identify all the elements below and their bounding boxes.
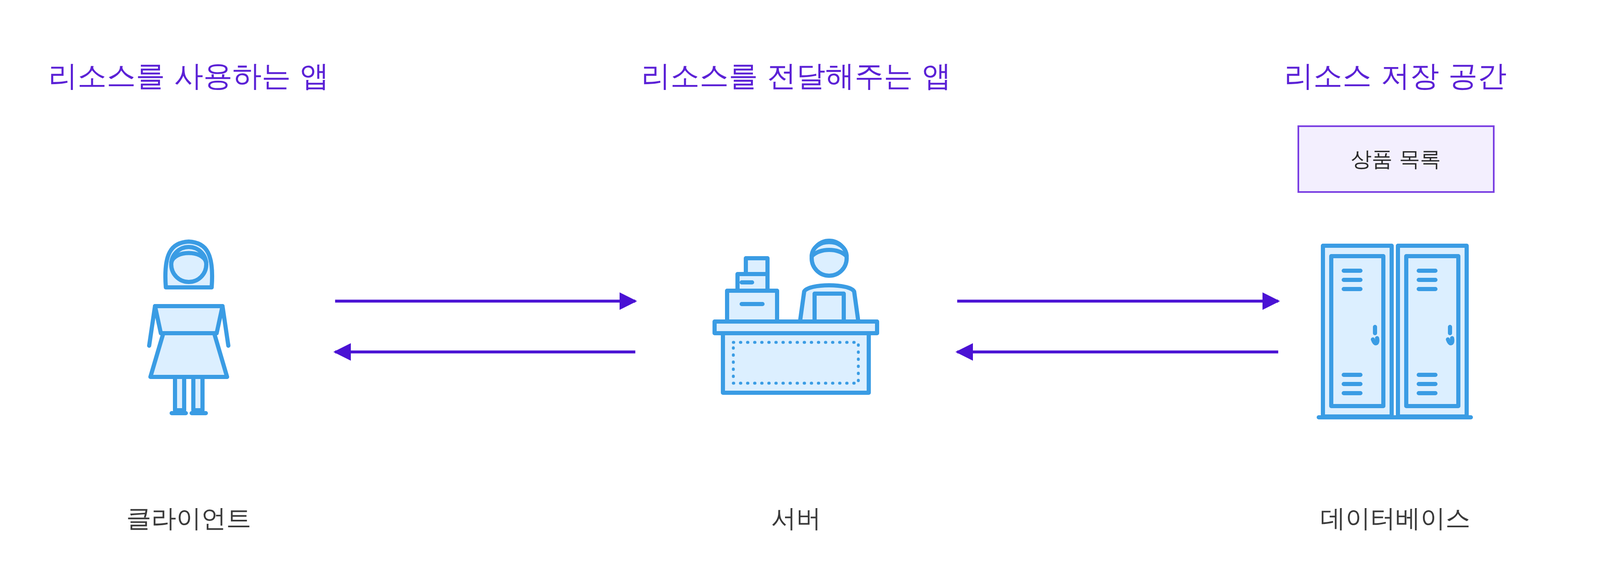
product-list-box: 상품 목록 <box>1297 125 1495 193</box>
server-cashier-icon <box>714 240 878 393</box>
role-heading: 리소스를 사용하는 앱 <box>48 58 330 94</box>
client-person-icon <box>149 241 229 414</box>
database-locker-icon <box>1318 245 1471 418</box>
component-name: 서버 <box>771 503 822 534</box>
flow-arrow <box>957 350 1278 354</box>
client-column: 리소스를 사용하는 앱클라이언트 <box>48 58 330 534</box>
box-label: 상품 목록 <box>1350 146 1441 172</box>
flow-arrow <box>335 300 635 303</box>
role-heading: 리소스 저장 공간 <box>1284 58 1508 94</box>
role-heading: 리소스를 전달해주는 앱 <box>641 58 952 94</box>
server-column: 리소스를 전달해주는 앱서버 <box>641 58 952 534</box>
flow-arrow <box>957 300 1278 303</box>
component-name: 데이터베이스 <box>1320 503 1471 534</box>
component-name: 클라이언트 <box>126 503 252 534</box>
flow-arrow <box>335 350 635 354</box>
